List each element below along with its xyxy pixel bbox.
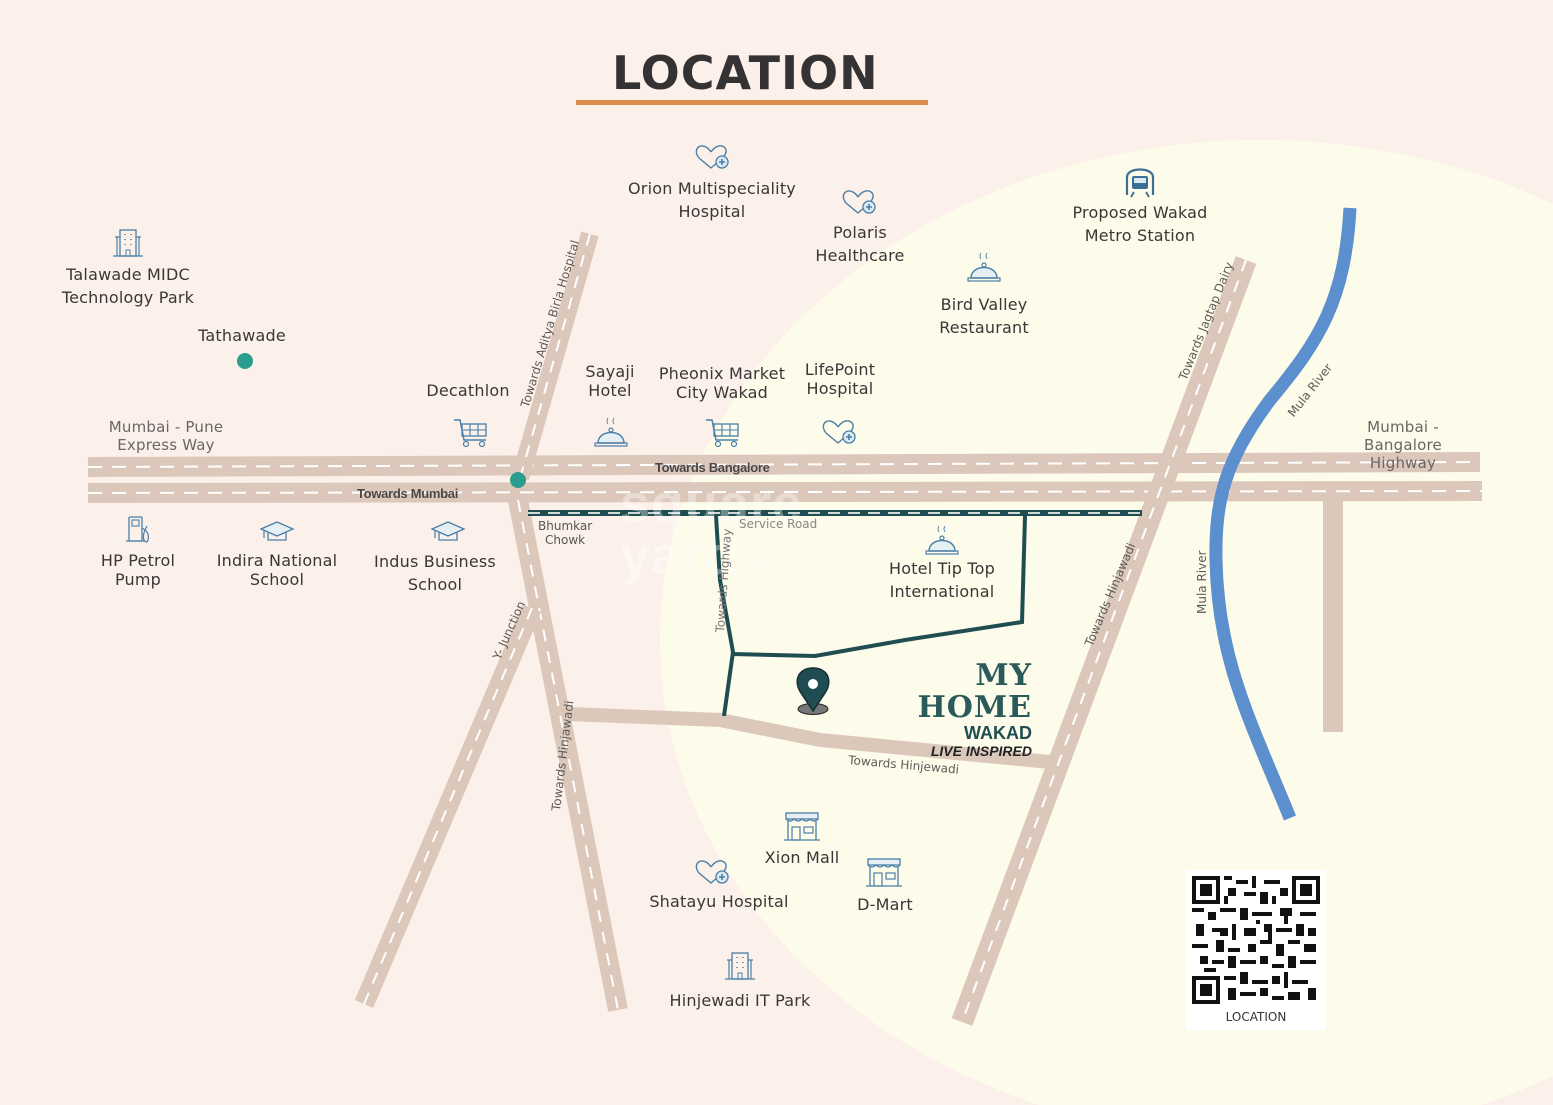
landmark-tiptop: Hotel Tip Top International <box>888 559 996 601</box>
graduation-cap-icon <box>260 521 294 541</box>
landmark-hinjewadi-it: Hinjewadi IT Park <box>669 991 811 1010</box>
landmark-xion: Xion Mall <box>764 848 840 867</box>
landmark-indira: Indira National School <box>216 551 338 589</box>
landmark-talawade: Talawade MIDC Technology Park <box>61 265 195 307</box>
landmark-indus: Indus Business School <box>374 552 496 594</box>
service-road-label: Service Road <box>739 517 818 531</box>
qr-caption: LOCATION <box>1225 1010 1287 1024</box>
landmark-bird-valley: Bird Valley Restaurant <box>939 295 1029 337</box>
fuel-pump-icon <box>125 516 150 543</box>
graduation-cap-icon <box>431 521 465 541</box>
project-locality: WAKAD <box>964 723 1032 743</box>
title-underline <box>576 100 928 105</box>
mula-river <box>1209 207 1357 821</box>
expressway-label: Mumbai - Pune Express Way <box>108 418 224 454</box>
project-tagline: LIVE INSPIRED <box>930 743 1032 759</box>
landmark-lifepoint: LifePoint Hospital <box>804 360 876 398</box>
office-building-icon <box>112 229 144 257</box>
road-aditya-birla <box>511 231 599 481</box>
restaurant-cloche-icon <box>594 417 628 447</box>
landmark-orion: Orion Multispeciality Hospital <box>628 179 796 221</box>
landmark-polaris: Polaris Healthcare <box>815 223 905 265</box>
qr-code[interactable]: LOCATION <box>1186 870 1326 1030</box>
towards-bangalore-label: Towards Bangalore <box>655 460 770 475</box>
road-y-junction <box>354 604 542 1008</box>
landmark-hp-petrol: HP Petrol Pump <box>100 551 176 589</box>
hospital-heart-icon <box>695 145 729 169</box>
bangalore-highway-label: Mumbai - Bangalore Highway <box>1364 418 1442 472</box>
project-name: MY HOME <box>917 658 1032 725</box>
shopping-cart-icon <box>453 419 487 448</box>
road-jagtap-hinjawadi <box>951 256 1257 1026</box>
road-hinjawadi-left <box>508 498 628 1012</box>
landmark-phoenix: Pheonix Market City Wakad <box>658 364 786 402</box>
mula-river-lower-label: Mula River <box>1195 550 1209 614</box>
road-hinjewadi-mid <box>567 707 1051 769</box>
hospital-heart-icon <box>695 860 729 884</box>
office-building-icon <box>724 952 756 980</box>
watermark: square yards <box>620 474 804 586</box>
qr-pattern <box>1192 876 1320 1004</box>
bhumkar-chowk-dot <box>510 472 526 488</box>
bhumkar-chowk-label: Bhumkar Chowk <box>538 519 593 547</box>
landmark-tathawade: Tathawade <box>198 326 286 345</box>
landmark-sayaji: Sayaji Hotel <box>585 362 635 400</box>
landmark-shatayu: Shatayu Hospital <box>649 892 789 911</box>
landmark-decathlon: Decathlon <box>426 381 510 400</box>
access-road <box>714 515 1027 717</box>
landmark-metro: Proposed Wakad Metro Station <box>1072 203 1208 245</box>
tathawade-dot <box>237 353 253 369</box>
landmark-dmart: D-Mart <box>857 895 913 914</box>
map-pin-icon <box>796 667 830 715</box>
towards-mumbai-label: Towards Mumbai <box>357 486 459 501</box>
project-branding: MY HOME WAKAD LIVE INSPIRED <box>858 660 1032 760</box>
page-title: LOCATION <box>612 46 879 100</box>
hospital-heart-icon <box>842 190 876 214</box>
main-highway <box>87 452 1483 503</box>
